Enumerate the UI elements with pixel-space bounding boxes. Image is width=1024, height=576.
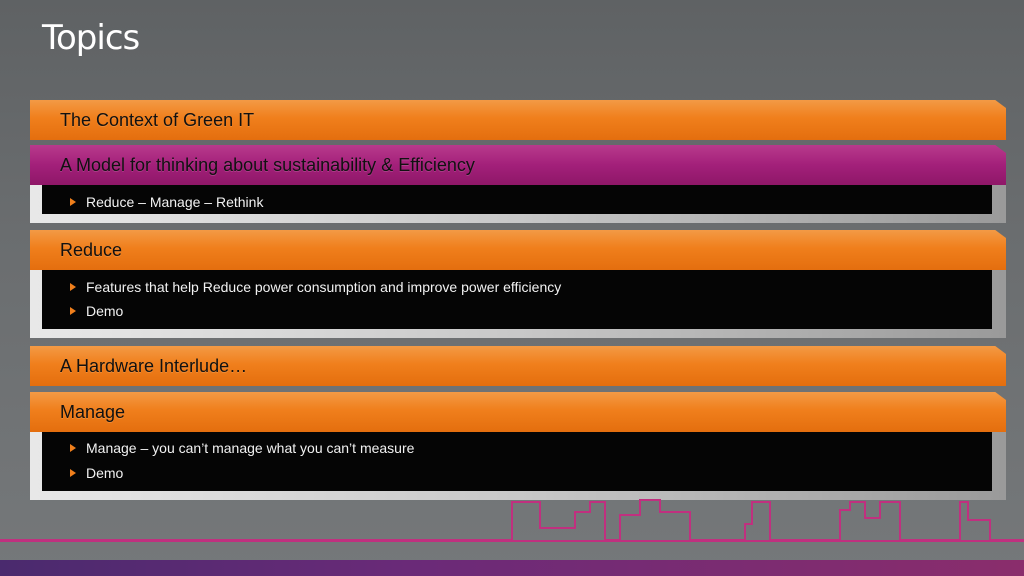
list-item: Demo [70,301,123,321]
section-label: A Model for thinking about sustainabilit… [60,155,475,175]
bullet-arrow-icon [70,307,76,315]
panel-inner: Reduce – Manage – Rethink [42,185,992,214]
bullet-text: Demo [86,303,124,319]
section-hardware-interlude[interactable]: A Hardware Interlude… [30,346,1006,386]
section-label: Manage [60,402,126,422]
section-reduce[interactable]: Reduce [30,230,1006,270]
slide-title: Topics [42,18,140,58]
section-model-panel: Reduce – Manage – Rethink [30,185,1006,223]
bullet-text: Features that help Reduce power consumpt… [86,279,562,295]
bottom-color-strip [0,560,1024,576]
panel-inner: Manage – you can’t manage what you can’t… [42,432,992,491]
section-label: The Context of Green IT [60,110,255,130]
bullet-arrow-icon [70,283,76,291]
bullet-arrow-icon [70,469,76,477]
list-item: Features that help Reduce power consumpt… [70,277,561,297]
list-item: Manage – you can’t manage what you can’t… [70,438,414,458]
section-label: A Hardware Interlude… [60,356,248,376]
bullet-text: Demo [86,465,124,481]
bullet-arrow-icon [70,444,76,452]
bullet-text: Manage – you can’t manage what you can’t… [86,440,415,456]
list-item: Reduce – Manage – Rethink [70,192,263,212]
decorative-line [0,540,1024,542]
list-item: Demo [70,463,123,483]
panel-inner: Features that help Reduce power consumpt… [42,270,992,329]
section-manage-panel: Manage – you can’t manage what you can’t… [30,432,1006,500]
section-manage[interactable]: Manage [30,392,1006,432]
section-reduce-panel: Features that help Reduce power consumpt… [30,270,1006,338]
section-label: Reduce [60,240,123,260]
section-context-green-it[interactable]: The Context of Green IT [30,100,1006,140]
bullet-text: Reduce – Manage – Rethink [86,194,264,210]
skyline-decoration [0,499,1024,541]
bullet-arrow-icon [70,198,76,206]
section-model-sustainability[interactable]: A Model for thinking about sustainabilit… [30,145,1006,185]
